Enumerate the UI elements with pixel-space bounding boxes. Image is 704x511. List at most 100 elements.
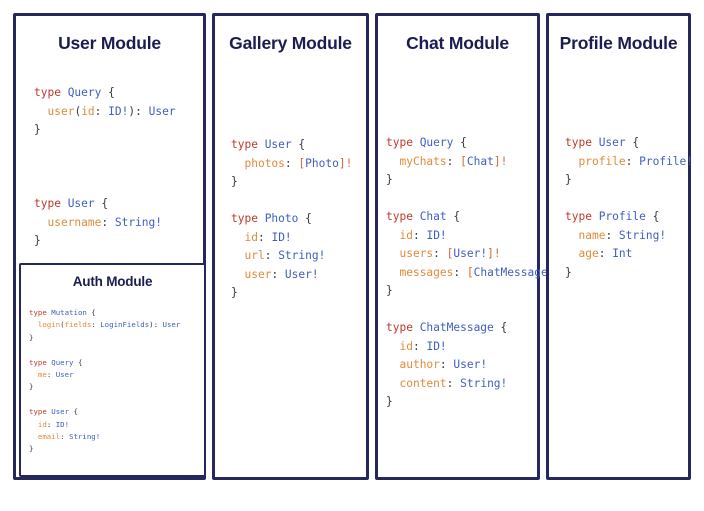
code-token-kw: type: [386, 210, 420, 223]
code-token-punct: }: [386, 173, 393, 186]
code-token-punct: :: [446, 154, 461, 168]
code-token-punct: :: [625, 154, 640, 168]
code-token-field: age: [578, 247, 599, 260]
code-token-type: User: [148, 104, 176, 118]
code-token-punct: [565, 155, 578, 168]
code-token-punct: [386, 266, 399, 279]
code-line: login(fields: LoginFields): User: [29, 319, 180, 331]
code-line: }: [29, 443, 180, 455]
code-token-punct: (: [60, 320, 65, 330]
code-token-punct: [29, 420, 38, 429]
code-token-punct: :: [46, 370, 56, 380]
code-token-field: id: [37, 419, 47, 429]
code-token-kw: type: [565, 210, 599, 223]
code-line: [29, 394, 180, 406]
code-block-gallery-module: type User { photos: [Photo]!} type Photo…: [231, 136, 352, 303]
code-token-punct: [386, 247, 399, 260]
code-line: type Photo {: [231, 210, 352, 229]
code-line: }: [34, 121, 176, 140]
code-token-punct: {: [453, 136, 467, 149]
code-token-type: ChatMessage: [473, 265, 548, 279]
code-token-punct: [386, 229, 399, 242]
code-token-punct: [386, 358, 399, 371]
code-token-type: String!: [278, 249, 326, 262]
code-token-kw: type: [34, 86, 68, 99]
code-token-punct: [29, 370, 38, 379]
code-line: id: ID!: [231, 229, 352, 248]
code-token-punct: :: [446, 376, 461, 390]
code-block-user-module: type Query { user(id: ID!): User} type U…: [34, 84, 176, 251]
panel-title-user-module: User Module: [58, 33, 161, 53]
code-token-type: String!: [114, 215, 163, 229]
code-token-kw: type: [386, 136, 420, 149]
code-line: messages: [ChatMessage]!: [386, 264, 561, 283]
code-line: age: Int: [565, 245, 693, 264]
panel-profile-module[interactable]: Profile Module type User { profile: Prof…: [546, 13, 693, 480]
code-token-bracket: ]!: [493, 154, 508, 168]
code-token-bracket: [: [460, 154, 467, 168]
code-line: url: String!: [231, 247, 352, 266]
code-token-punct: {: [69, 407, 78, 417]
code-token-type: User!: [453, 247, 488, 260]
code-token-type: User: [67, 197, 95, 210]
code-token-punct: [34, 216, 47, 229]
code-token-punct: }: [386, 395, 393, 408]
code-line: [34, 158, 176, 177]
code-token-type: User: [51, 407, 70, 417]
code-line: users: [User!]!: [386, 245, 561, 264]
code-line: content: String!: [386, 375, 561, 394]
code-token-punct: [231, 268, 244, 281]
code-token-punct: :: [257, 230, 272, 244]
code-token-punct: }: [29, 444, 34, 454]
code-token-field: url: [244, 249, 265, 262]
code-token-kw: type: [29, 407, 52, 417]
code-token-type: Query: [67, 86, 102, 99]
code-token-punct: [386, 155, 399, 168]
code-token-punct: }: [565, 173, 572, 186]
code-line: [386, 190, 561, 209]
code-line: author: User!: [386, 356, 561, 375]
code-token-punct: {: [86, 308, 96, 317]
code-token-punct: {: [291, 138, 306, 151]
code-token-punct: :: [94, 104, 109, 118]
code-token-punct: {: [94, 197, 109, 210]
code-token-punct: :: [284, 156, 299, 170]
code-token-punct: }: [34, 123, 41, 136]
code-token-punct: :: [46, 419, 56, 429]
code-block-profile-module: type User { profile: Profile!} type Prof…: [565, 134, 693, 282]
code-token-field: fields: [64, 320, 92, 330]
code-token-punct: }: [231, 175, 238, 188]
code-token-punct: :: [101, 215, 115, 229]
code-token-punct: :: [60, 432, 70, 442]
code-token-punct: {: [493, 321, 508, 334]
code-token-punct: :: [264, 249, 279, 262]
code-token-type: ID!: [108, 104, 129, 118]
code-token-bracket: [: [466, 265, 474, 279]
code-token-field: email: [37, 432, 61, 442]
code-block-chat-module: type Query { myChats: [Chat]!} type Chat…: [386, 134, 561, 412]
code-token-field: id: [399, 228, 413, 242]
code-token-type: User: [598, 136, 626, 149]
code-token-punct: {: [645, 210, 660, 223]
panel-title-profile-module: Profile Module: [559, 33, 678, 53]
panel-user-module[interactable]: User Module type Query { user(id: ID!): …: [13, 13, 206, 480]
code-line: [29, 344, 180, 356]
code-token-kw: type: [29, 308, 52, 317]
code-line: type Chat {: [386, 208, 561, 227]
panel-gallery-module[interactable]: Gallery Module type User { photos: [Phot…: [212, 13, 369, 480]
code-token-field: content: [399, 376, 447, 390]
code-line: username: String!: [34, 214, 176, 233]
code-token-type: User: [264, 138, 292, 151]
code-token-kw: type: [565, 136, 599, 149]
code-line: [34, 140, 176, 159]
panel-chat-module[interactable]: Chat Module type Query { myChats: [Chat]…: [375, 13, 561, 480]
code-token-type: Photo: [264, 212, 299, 225]
code-token-punct: [231, 249, 244, 262]
panel-auth-module[interactable]: Auth Module type Mutation { login(fields…: [19, 263, 206, 477]
code-line: type User {: [29, 406, 180, 418]
code-token-punct: :: [598, 247, 613, 260]
code-token-kw: type: [386, 321, 420, 334]
code-token-kw: type: [29, 357, 52, 367]
code-token-punct: }: [386, 284, 393, 297]
code-token-type: String!: [618, 228, 667, 242]
